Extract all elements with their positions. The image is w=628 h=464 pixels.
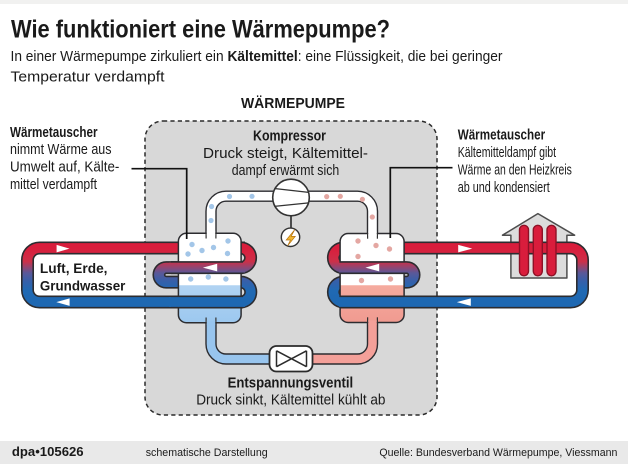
svg-text:Druck sinkt, Kältemittel kühlt: Druck sinkt, Kältemittel kühlt ab (196, 393, 385, 409)
svg-text:Wärmetauscher: Wärmetauscher (458, 127, 546, 144)
svg-text:dpa•105626: dpa•105626 (12, 445, 84, 459)
svg-text:mittel verdampft: mittel verdampft (10, 177, 97, 193)
svg-text:ab und kondensiert: ab und kondensiert (458, 180, 550, 196)
svg-text:Druck steigt, Kältemittel-: Druck steigt, Kältemittel- (203, 146, 368, 162)
svg-text:nimmt Wärme aus: nimmt Wärme aus (10, 142, 112, 158)
svg-text:Wärmetauscher: Wärmetauscher (10, 124, 98, 141)
svg-text:In einer Wärmepumpe zirkuliert: In einer Wärmepumpe zirkuliert ein Kälte… (11, 48, 503, 65)
svg-text:Temperatur verdampft: Temperatur verdampft (11, 69, 166, 86)
svg-text:Kältemitteldampf gibt: Kältemitteldampf gibt (458, 145, 556, 161)
svg-text:Wie funktioniert eine Wärmepum: Wie funktioniert eine Wärmepumpe? (11, 16, 390, 44)
svg-text:Umwelt auf, Kälte-: Umwelt auf, Kälte- (10, 160, 120, 176)
svg-text:schematische Darstellung: schematische Darstellung (146, 447, 268, 459)
svg-text:Quelle: Bundesverband Wärmepum: Quelle: Bundesverband Wärmepumpe, Viessm… (379, 447, 617, 459)
svg-text:Entspannungsventil: Entspannungsventil (228, 375, 354, 392)
svg-text:Wärme an den Heizkreis: Wärme an den Heizkreis (458, 163, 572, 179)
svg-text:Luft, Erde,: Luft, Erde, (40, 260, 108, 276)
svg-text:WÄRMEPUMPE: WÄRMEPUMPE (241, 95, 345, 112)
svg-text:dampf erwärmt sich: dampf erwärmt sich (232, 163, 339, 179)
svg-text:Kompressor: Kompressor (253, 128, 326, 145)
svg-text:Grundwasser: Grundwasser (40, 278, 126, 294)
